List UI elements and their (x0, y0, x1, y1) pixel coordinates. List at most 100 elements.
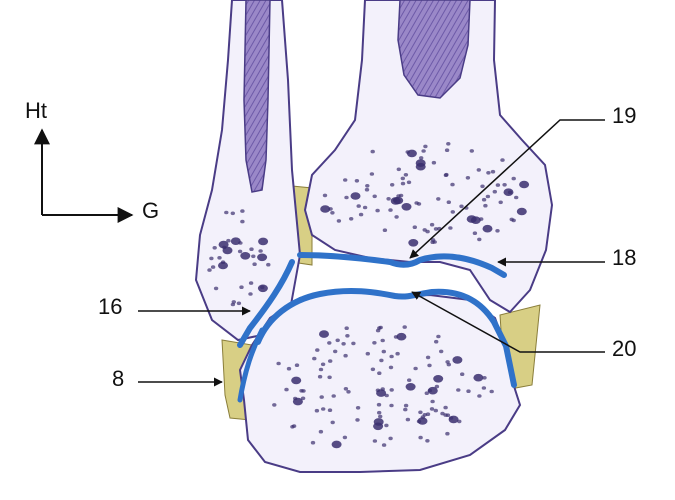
trabecula-dot (312, 357, 316, 361)
trabecula-dot (211, 265, 215, 269)
orientation-up-label: Ht (25, 100, 47, 122)
trabecula-dot (249, 281, 253, 285)
trabecula-dot (290, 425, 294, 429)
trabecula-dot (258, 249, 262, 253)
trabecula-dot (373, 439, 377, 443)
trabecula-dot (343, 178, 347, 182)
trabecula-dot (346, 390, 350, 394)
trabecula-dot (433, 375, 443, 383)
trabecula-dot (349, 217, 353, 221)
trabecula-dot (284, 388, 288, 392)
trabecula-dot (477, 168, 481, 172)
trabecula-dot (375, 209, 379, 213)
trabecula-dot (404, 173, 408, 177)
trabecula-dot (320, 395, 324, 399)
trabecula-dot (370, 172, 374, 176)
trabecula-dot (473, 231, 477, 235)
trabecula-dot (311, 441, 315, 445)
trabecula-dot (224, 211, 228, 215)
trabecula-dot (301, 397, 305, 401)
trabecula-dot (477, 394, 481, 398)
trabecula-dot (390, 183, 394, 187)
trabecula-dot (213, 246, 217, 250)
callout-label-8: 8 (112, 368, 124, 390)
trabecula-dot (291, 377, 301, 385)
trabecula-dot (371, 368, 375, 372)
trabecula-dot (477, 238, 481, 242)
trabecula-dot (419, 156, 423, 160)
trabecula-dot (381, 387, 385, 391)
trabecula-dot (343, 436, 347, 440)
trabecula-dot (402, 203, 412, 211)
trabecula-dot (467, 215, 477, 223)
trabecula-dot (351, 342, 355, 346)
trabecula-dot (428, 387, 438, 395)
trabecula-dot (479, 217, 483, 221)
trabecula-dot (460, 372, 464, 376)
trabecula-dot (418, 411, 422, 415)
trabecula-dot (390, 388, 394, 392)
trabecula-dot (423, 145, 427, 149)
trabecula-dot (336, 339, 340, 343)
trabecula-dot (355, 418, 359, 422)
trabecula-dot (425, 439, 429, 443)
trabecula-dot (258, 238, 268, 246)
trabecula-dot (416, 159, 426, 167)
trabecula-dot (407, 150, 417, 158)
trabecula-dot (295, 363, 299, 367)
trabecula-dot (394, 215, 398, 219)
trabecula-dot (357, 204, 361, 208)
trabecula-dot (356, 406, 360, 410)
trabecula-dot (258, 285, 268, 293)
trabecula-dot (359, 213, 363, 217)
trabecula-dot (421, 149, 425, 153)
trabecula-dot (237, 302, 241, 306)
trabecula-dot (341, 342, 345, 346)
trabecula-dot (389, 355, 393, 359)
trabecula-dot (332, 441, 342, 449)
trabecula-dot (427, 364, 431, 368)
trabecula-dot (328, 359, 332, 363)
trabecula-dot (382, 350, 386, 354)
trabecula-dot (214, 287, 218, 291)
trabecula-dot (459, 205, 463, 209)
callout-label-20: 20 (612, 338, 636, 360)
trabecula-dot (403, 325, 407, 329)
trabecula-dot (451, 210, 455, 214)
trabecula-dot (388, 208, 392, 212)
trabecula-dot (385, 394, 389, 398)
trabecula-dot (482, 198, 486, 202)
trabecula-dot (238, 250, 242, 254)
callout-label-18: 18 (612, 247, 636, 269)
trabecula-dot (389, 366, 393, 370)
trabecula-dot (446, 142, 450, 146)
trabecula-dot (365, 188, 369, 192)
trabecula-dot (293, 397, 297, 401)
trabecula-dot (379, 359, 383, 363)
trabecula-dot (483, 225, 493, 233)
trabecula-dot (447, 200, 451, 204)
trabecula-dot (252, 262, 256, 266)
trabecula-dot (449, 416, 459, 424)
trabecula-dot (337, 219, 341, 223)
trabecula-dot (436, 197, 440, 201)
trabecula-dot (430, 400, 434, 404)
trabecula-dot (413, 225, 417, 229)
trabecula-dot (397, 168, 401, 172)
trabecula-dot (500, 158, 504, 162)
trabecula-dot (239, 285, 243, 289)
trabecula-dot (378, 415, 382, 419)
trabecula-dot (321, 407, 325, 411)
trabecula-dot (445, 148, 449, 152)
trabecula-dot (332, 394, 336, 398)
trabecula-dot (482, 386, 486, 390)
callout-label-19: 19 (612, 105, 636, 127)
trabecula-dot (389, 404, 393, 408)
trabecula-dot (249, 247, 253, 251)
trabecula-dot (403, 408, 407, 412)
trabecula-dot (499, 201, 503, 205)
trabecula-dot (414, 201, 418, 205)
trabecula-dot (452, 356, 462, 364)
trabecula-dot (319, 330, 329, 338)
trabecula-dot (393, 197, 403, 205)
